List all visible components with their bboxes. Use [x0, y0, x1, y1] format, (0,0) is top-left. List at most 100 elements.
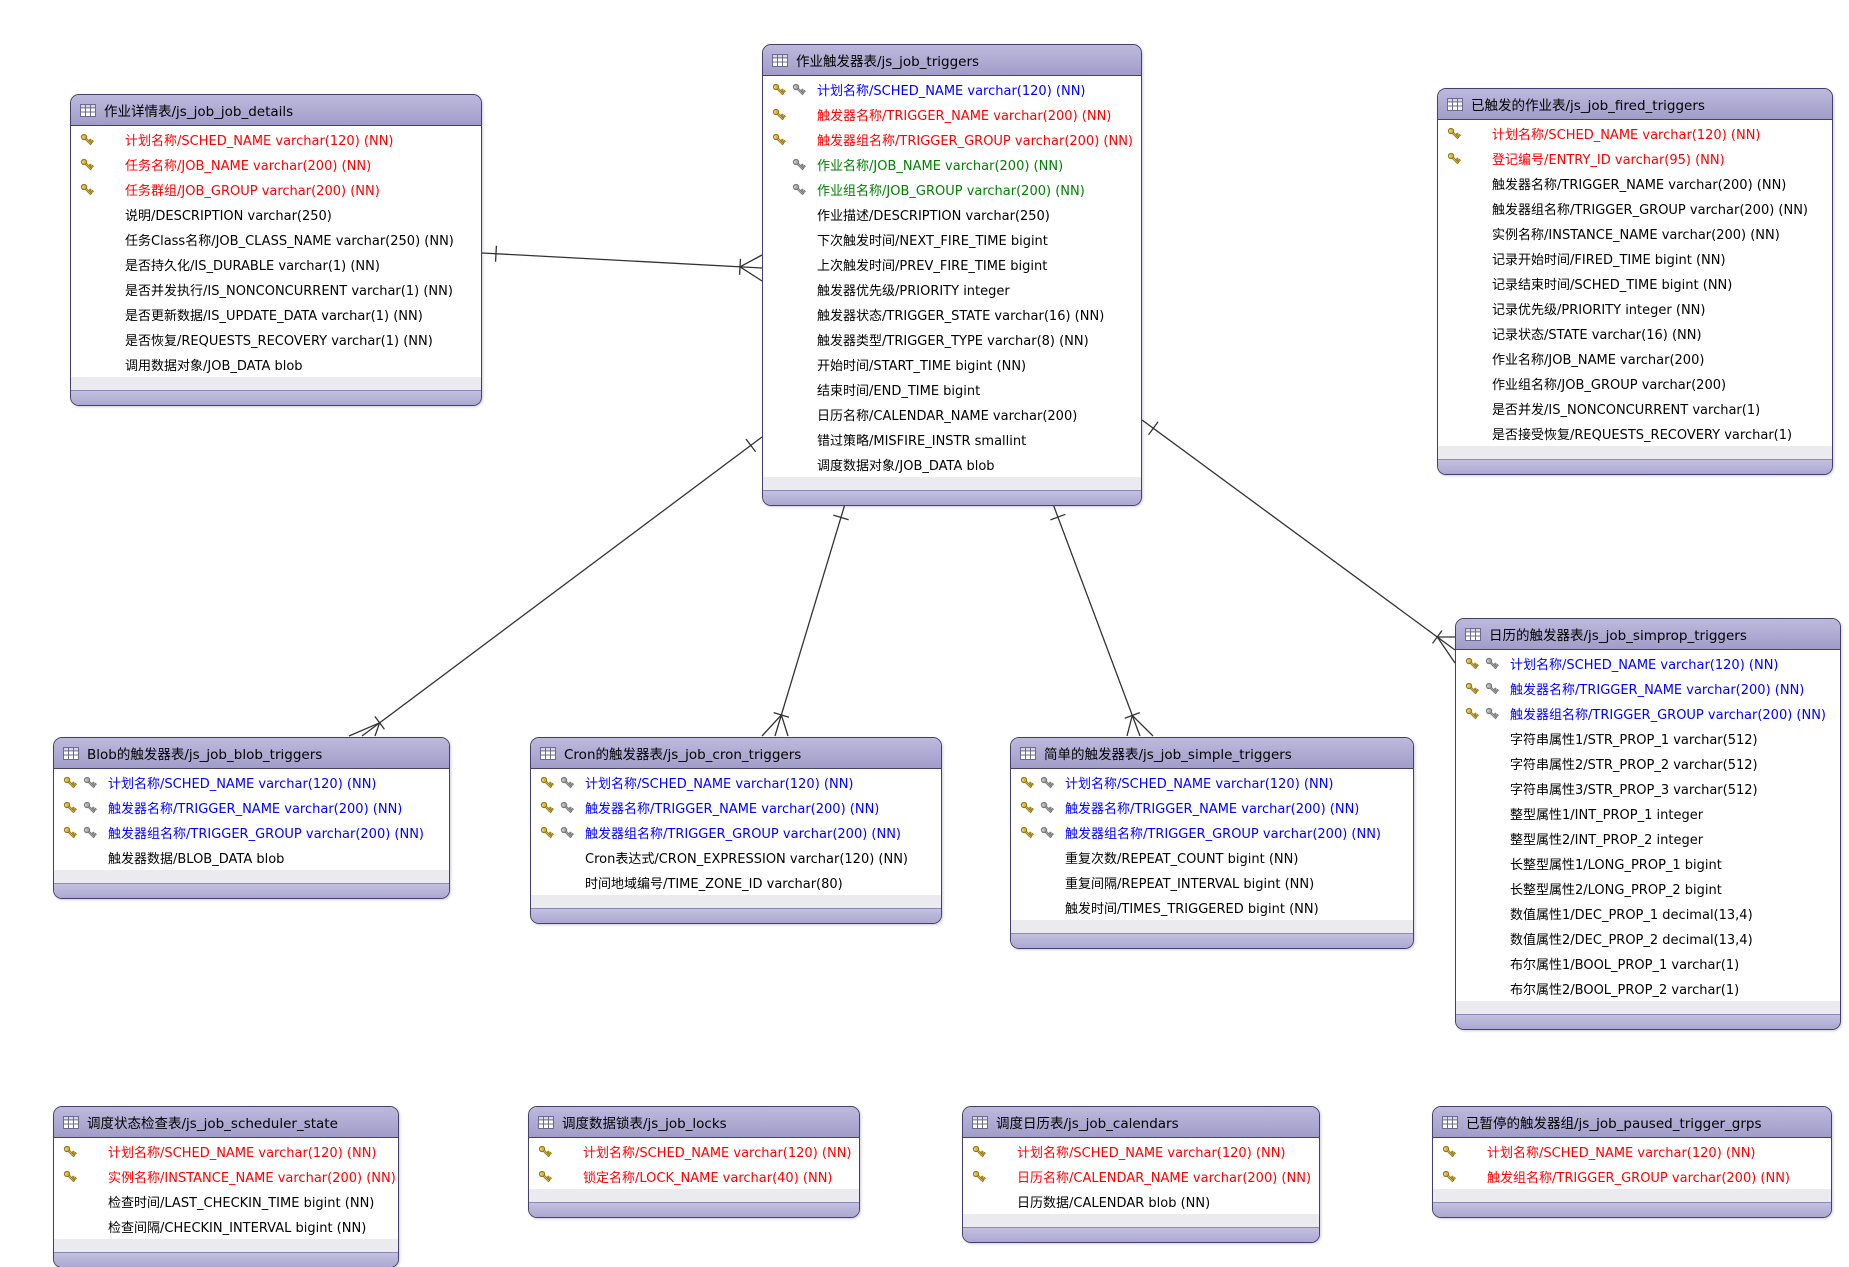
field-row[interactable]: 触发器组名称/TRIGGER_GROUP varchar(200) (NN): [763, 127, 1141, 152]
field-row[interactable]: 时间地域编号/TIME_ZONE_ID varchar(80): [531, 870, 941, 895]
table-header[interactable]: 调度数据锁表/js_job_locks: [529, 1107, 859, 1138]
table-header[interactable]: 已触发的作业表/js_job_fired_triggers: [1438, 89, 1832, 120]
field-row[interactable]: 布尔属性2/BOOL_PROP_2 varchar(1): [1456, 976, 1840, 1001]
field-row[interactable]: 是否并发/IS_NONCONCURRENT varchar(1): [1438, 396, 1832, 421]
field-row[interactable]: 日历数据/CALENDAR blob (NN): [963, 1189, 1319, 1214]
field-row[interactable]: 计划名称/SCHED_NAME varchar(120) (NN): [531, 770, 941, 795]
table-header[interactable]: Cron的触发器表/js_job_cron_triggers: [531, 738, 941, 769]
field-row[interactable]: 整型属性1/INT_PROP_1 integer: [1456, 801, 1840, 826]
table-header[interactable]: 调度状态检查表/js_job_scheduler_state: [54, 1107, 398, 1138]
field-row[interactable]: 布尔属性1/BOOL_PROP_1 varchar(1): [1456, 951, 1840, 976]
field-row[interactable]: 触发器组名称/TRIGGER_GROUP varchar(200) (NN): [1456, 701, 1840, 726]
field-row[interactable]: 锁定名称/LOCK_NAME varchar(40) (NN): [529, 1164, 859, 1189]
field-row[interactable]: 触发器名称/TRIGGER_NAME varchar(200) (NN): [763, 102, 1141, 127]
table-header[interactable]: 日历的触发器表/js_job_simprop_triggers: [1456, 619, 1840, 650]
field-row[interactable]: 触发器数据/BLOB_DATA blob: [54, 845, 449, 870]
field-row[interactable]: 触发器类型/TRIGGER_TYPE varchar(8) (NN): [763, 327, 1141, 352]
field-row[interactable]: 触发器组名称/TRIGGER_GROUP varchar(200) (NN): [531, 820, 941, 845]
field-row[interactable]: 错过策略/MISFIRE_INSTR smallint: [763, 427, 1141, 452]
field-row[interactable]: 计划名称/SCHED_NAME varchar(120) (NN): [529, 1139, 859, 1164]
field-row[interactable]: 计划名称/SCHED_NAME varchar(120) (NN): [54, 1139, 398, 1164]
table-header[interactable]: 作业触发器表/js_job_triggers: [763, 45, 1141, 76]
relationship-js_job_job_details-to-js_job_triggers[interactable]: [481, 245, 763, 282]
table-header[interactable]: 简单的触发器表/js_job_simple_triggers: [1011, 738, 1413, 769]
field-row[interactable]: 作业描述/DESCRIPTION varchar(250): [763, 202, 1141, 227]
field-row[interactable]: 数值属性1/DEC_PROP_1 decimal(13,4): [1456, 901, 1840, 926]
field-row[interactable]: 是否接受恢复/REQUESTS_RECOVERY varchar(1): [1438, 421, 1832, 446]
table-header[interactable]: 调度日历表/js_job_calendars: [963, 1107, 1319, 1138]
field-row[interactable]: 任务群组/JOB_GROUP varchar(200) (NN): [71, 177, 481, 202]
field-row[interactable]: 字符串属性1/STR_PROP_1 varchar(512): [1456, 726, 1840, 751]
field-row[interactable]: 登记编号/ENTRY_ID varchar(95) (NN): [1438, 146, 1832, 171]
field-row[interactable]: 调用数据对象/JOB_DATA blob: [71, 352, 481, 377]
relationship-js_job_triggers-to-js_job_simple_triggers[interactable]: [1050, 503, 1154, 737]
field-row[interactable]: 触发组名称/TRIGGER_GROUP varchar(200) (NN): [1433, 1164, 1831, 1189]
field-row[interactable]: 作业组名称/JOB_GROUP varchar(200) (NN): [763, 177, 1141, 202]
field-row[interactable]: 检查时间/LAST_CHECKIN_TIME bigint (NN): [54, 1189, 398, 1214]
field-row[interactable]: 字符串属性2/STR_PROP_2 varchar(512): [1456, 751, 1840, 776]
field-row[interactable]: 调度数据对象/JOB_DATA blob: [763, 452, 1141, 477]
field-row[interactable]: 计划名称/SCHED_NAME varchar(120) (NN): [1433, 1139, 1831, 1164]
field-row[interactable]: 记录状态/STATE varchar(16) (NN): [1438, 321, 1832, 346]
table-header[interactable]: 作业详情表/js_job_job_details: [71, 95, 481, 126]
field-row[interactable]: 字符串属性3/STR_PROP_3 varchar(512): [1456, 776, 1840, 801]
field-row[interactable]: 触发器名称/TRIGGER_NAME varchar(200) (NN): [1438, 171, 1832, 196]
field-row[interactable]: 计划名称/SCHED_NAME varchar(120) (NN): [963, 1139, 1319, 1164]
field-row[interactable]: 日历名称/CALENDAR_NAME varchar(200) (NN): [963, 1164, 1319, 1189]
field-row[interactable]: 记录结束时间/SCHED_TIME bigint (NN): [1438, 271, 1832, 296]
field-row[interactable]: 重复间隔/REPEAT_INTERVAL bigint (NN): [1011, 870, 1413, 895]
field-row[interactable]: 下次触发时间/NEXT_FIRE_TIME bigint: [763, 227, 1141, 252]
field-row[interactable]: 上次触发时间/PREV_FIRE_TIME bigint: [763, 252, 1141, 277]
field-row[interactable]: 实例名称/INSTANCE_NAME varchar(200) (NN): [1438, 221, 1832, 246]
field-row[interactable]: 触发器组名称/TRIGGER_GROUP varchar(200) (NN): [54, 820, 449, 845]
field-row[interactable]: 记录优先级/PRIORITY integer (NN): [1438, 296, 1832, 321]
field-row[interactable]: 计划名称/SCHED_NAME varchar(120) (NN): [1438, 121, 1832, 146]
field-row[interactable]: 计划名称/SCHED_NAME varchar(120) (NN): [763, 77, 1141, 102]
field-row[interactable]: 开始时间/START_TIME bigint (NN): [763, 352, 1141, 377]
field-row[interactable]: 计划名称/SCHED_NAME varchar(120) (NN): [1011, 770, 1413, 795]
field-row[interactable]: 是否恢复/REQUESTS_RECOVERY varchar(1) (NN): [71, 327, 481, 352]
field-row[interactable]: 是否并发执行/IS_NONCONCURRENT varchar(1) (NN): [71, 277, 481, 302]
field-row[interactable]: Cron表达式/CRON_EXPRESSION varchar(120) (NN…: [531, 845, 941, 870]
field-row[interactable]: 重复次数/REPEAT_COUNT bigint (NN): [1011, 845, 1413, 870]
field-row[interactable]: 触发时间/TIMES_TRIGGERED bigint (NN): [1011, 895, 1413, 920]
table-header[interactable]: Blob的触发器表/js_job_blob_triggers: [54, 738, 449, 769]
relationship-js_job_triggers-to-js_job_simprop_triggers[interactable]: [1141, 419, 1456, 664]
field-row[interactable]: 触发器名称/TRIGGER_NAME varchar(200) (NN): [1011, 795, 1413, 820]
field-row[interactable]: 触发器名称/TRIGGER_NAME varchar(200) (NN): [54, 795, 449, 820]
field-row[interactable]: 触发器名称/TRIGGER_NAME varchar(200) (NN): [531, 795, 941, 820]
relationship-js_job_triggers-to-js_job_blob_triggers[interactable]: [348, 436, 763, 737]
field-row[interactable]: 长整型属性2/LONG_PROP_2 bigint: [1456, 876, 1840, 901]
field-row[interactable]: 说明/DESCRIPTION varchar(250): [71, 202, 481, 227]
field-row[interactable]: 计划名称/SCHED_NAME varchar(120) (NN): [71, 127, 481, 152]
field-row[interactable]: 记录开始时间/FIRED_TIME bigint (NN): [1438, 246, 1832, 271]
field-row[interactable]: 作业组名称/JOB_GROUP varchar(200): [1438, 371, 1832, 396]
field-row[interactable]: 触发器组名称/TRIGGER_GROUP varchar(200) (NN): [1438, 196, 1832, 221]
field-row[interactable]: 触发器名称/TRIGGER_NAME varchar(200) (NN): [1456, 676, 1840, 701]
field-row[interactable]: 计划名称/SCHED_NAME varchar(120) (NN): [54, 770, 449, 795]
field-row[interactable]: 结束时间/END_TIME bigint: [763, 377, 1141, 402]
field-row[interactable]: 实例名称/INSTANCE_NAME varchar(200) (NN): [54, 1164, 398, 1189]
field-row[interactable]: 计划名称/SCHED_NAME varchar(120) (NN): [1456, 651, 1840, 676]
field-row[interactable]: 任务Class名称/JOB_CLASS_NAME varchar(250) (N…: [71, 227, 481, 252]
field-row[interactable]: 日历名称/CALENDAR_NAME varchar(200): [763, 402, 1141, 427]
field-row[interactable]: 作业名称/JOB_NAME varchar(200): [1438, 346, 1832, 371]
relationship-js_job_triggers-to-js_job_cron_triggers[interactable]: [761, 503, 849, 737]
field-row[interactable]: 作业名称/JOB_NAME varchar(200) (NN): [763, 152, 1141, 177]
field-row[interactable]: 是否持久化/IS_DURABLE varchar(1) (NN): [71, 252, 481, 277]
field-row[interactable]: 是否更新数据/IS_UPDATE_DATA varchar(1) (NN): [71, 302, 481, 327]
field-row[interactable]: 触发器组名称/TRIGGER_GROUP varchar(200) (NN): [1011, 820, 1413, 845]
field-row[interactable]: 整型属性2/INT_PROP_2 integer: [1456, 826, 1840, 851]
field-row[interactable]: 长整型属性1/LONG_PROP_1 bigint: [1456, 851, 1840, 876]
